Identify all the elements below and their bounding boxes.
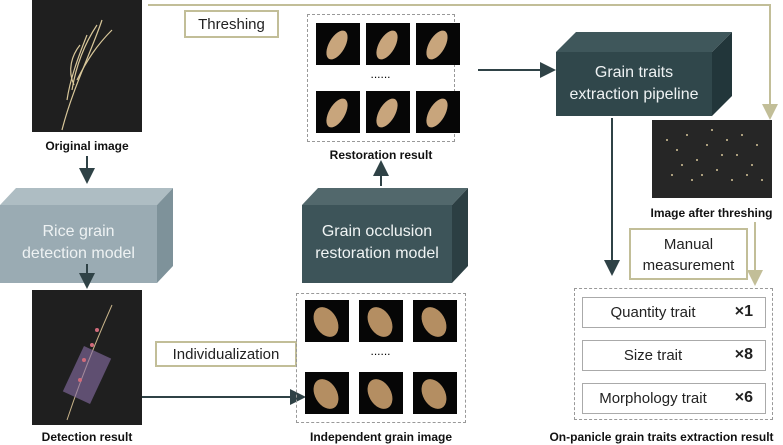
traits-panel: Quantity trait ×1 Size trait ×8 Morpholo…: [574, 288, 773, 420]
trait-row-morphology: Morphology trait ×6: [582, 383, 766, 414]
detection-model-label: Rice grain detection model: [0, 221, 157, 265]
restoration-model-line1: Grain occlusion: [321, 223, 433, 240]
grain-thumb: [413, 300, 457, 342]
trait-name: Quantity trait: [610, 304, 696, 321]
grain-thumb: [305, 372, 349, 414]
threshing-step: Threshing: [184, 10, 279, 38]
trait-name: Size trait: [623, 347, 683, 364]
detection-model-line2: detection model: [22, 245, 135, 262]
independent-grain-label: Independent grain image: [309, 430, 453, 444]
restoration-model-block: [302, 188, 468, 283]
grain-thumb: [359, 372, 403, 414]
trait-count: ×1: [734, 303, 753, 320]
threshed-grains-image: [652, 120, 772, 198]
grain-thumb: [359, 300, 403, 342]
manual-line1: Manual: [663, 236, 714, 253]
trait-count: ×8: [734, 346, 753, 363]
original-image-label: Original image: [45, 139, 129, 153]
trait-count: ×6: [734, 389, 753, 406]
trait-row-quantity: Quantity trait ×1: [582, 297, 766, 328]
trait-name: Morphology trait: [599, 390, 707, 407]
grain-thumb: [413, 372, 457, 414]
ellipsis: ......: [370, 344, 391, 358]
manual-line2: measurement: [642, 257, 735, 274]
grain-thumb: [416, 23, 460, 65]
restoration-result-panel: ......: [307, 14, 460, 142]
grain-thumb: [366, 23, 410, 65]
detection-model-line1: Rice grain: [42, 223, 115, 240]
grain-thumb: [305, 300, 349, 342]
pipeline-line2: extraction pipeline: [569, 86, 699, 103]
ellipsis: ......: [370, 67, 391, 81]
image-after-threshing-label: Image after threshing: [650, 206, 773, 220]
detection-result-label: Detection result: [41, 430, 133, 444]
independent-grain-panel: ......: [296, 293, 466, 423]
individualization-step: Individualization: [155, 341, 297, 367]
pipeline-block: [556, 32, 732, 116]
grain-thumb: [316, 91, 360, 133]
grain-thumb: [316, 23, 360, 65]
restoration-model-label: Grain occlusion restoration model: [302, 221, 452, 265]
extraction-result-label: On-panicle grain traits extraction resul…: [549, 430, 774, 444]
threshing-arrow: [148, 4, 778, 120]
grain-thumb: [416, 91, 460, 133]
trait-row-size: Size trait ×8: [582, 340, 766, 371]
pipeline-line1: Grain traits: [594, 64, 674, 81]
restoration-model-line2: restoration model: [315, 245, 439, 262]
manual-measurement-step: Manual measurement: [629, 228, 748, 280]
detection-result-image: [32, 290, 142, 425]
grain-thumb: [366, 91, 410, 133]
pipeline-label: Grain traits extraction pipeline: [556, 62, 712, 106]
original-panicle-image: [32, 0, 142, 132]
detection-model-block: [0, 188, 173, 283]
restoration-result-label: Restoration result: [329, 148, 433, 162]
